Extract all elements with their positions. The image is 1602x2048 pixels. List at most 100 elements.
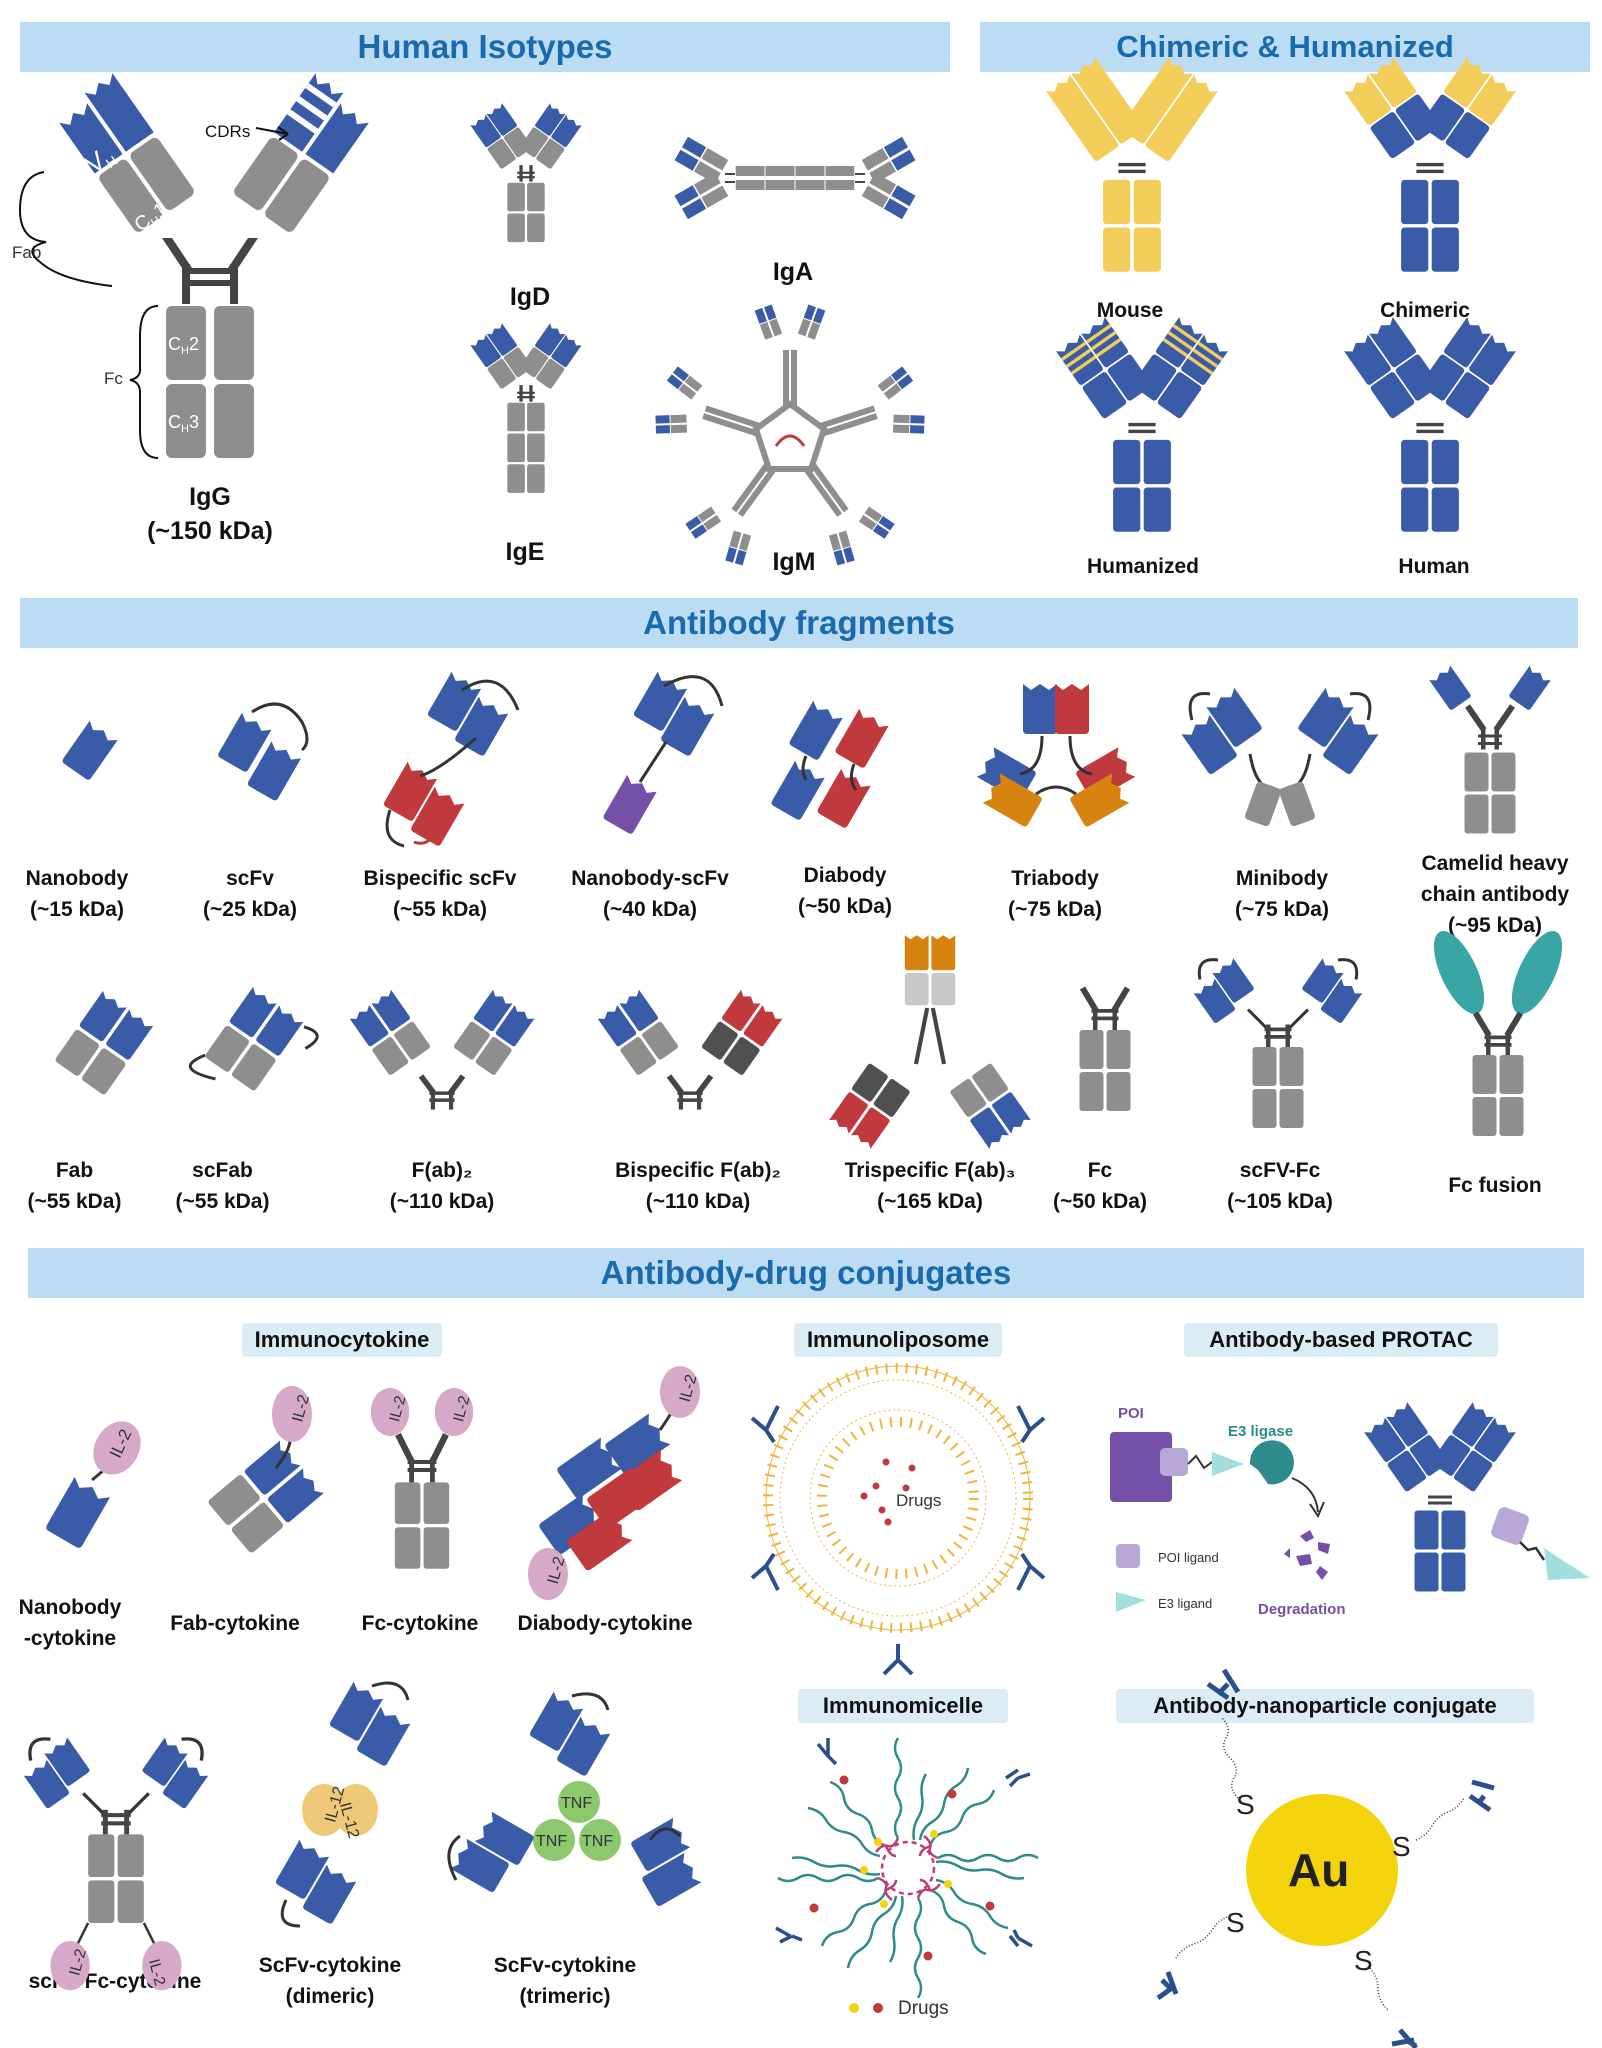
text-vl: VL (38, 162, 77, 203)
label-scfv-cytokine-dimeric: ScFv-cytokine(dimeric) (258, 1954, 402, 2008)
label-triabody: Triabody(~75 kDa) (1008, 867, 1102, 921)
scfv-cytokine-trimeric-shape: TNF TNF TNF (447, 1691, 702, 1908)
svg-text:Degradation: Degradation (1258, 1601, 1346, 1618)
label-scfab: scFab(~55 kDa) (175, 1159, 270, 1213)
label-mouse: Mouse (1096, 299, 1164, 322)
svg-text:POI ligand: POI ligand (1158, 1550, 1219, 1565)
humanized-antibody (1056, 317, 1228, 532)
fab-shape (54, 991, 153, 1096)
label-fab-cytokine: Fab-cytokine (170, 1612, 300, 1635)
pill-immunoliposome: Immunoliposome (794, 1323, 1002, 1357)
gold-nanoparticle-shape: Au S S S S (1156, 1668, 1495, 2048)
scfv-shape (216, 702, 309, 802)
svg-text:Au: Au (1288, 1844, 1349, 1896)
label-iga: IgA (772, 258, 814, 286)
diabody-shape (770, 700, 889, 830)
label-igm: IgM (772, 548, 816, 576)
triabody-shape (976, 684, 1136, 828)
scfab-shape (189, 983, 319, 1118)
banner-antibody-drug-conjugates: Antibody-drug conjugates (28, 1248, 1584, 1298)
protac-scheme: POI E3 ligase Degradation POI ligand E3 … (1110, 1402, 1590, 1618)
bispecific-scfv-shape (382, 671, 520, 848)
label-chimeric: Chimeric (1380, 299, 1470, 322)
svg-text:IL-2: IL-2 (677, 1373, 701, 1404)
immunoliposome-shape: Drugs (750, 1363, 1046, 1676)
label-nanobody-cytokine: Nanobody-cytokine (18, 1596, 122, 1650)
svg-text:Drugs: Drugs (898, 1998, 949, 2019)
mouse-antibody (1046, 57, 1218, 272)
pill-immunocytokine: Immunocytokine (242, 1323, 442, 1357)
svg-text:IL-2: IL-2 (450, 1394, 473, 1424)
svg-text:Drugs: Drugs (896, 1491, 941, 1510)
nanobody-cytokine-shape: IL-2 (44, 1421, 141, 1550)
igm-diagram (650, 304, 930, 570)
pill-immunomicelle: Immunomicelle (798, 1689, 1008, 1723)
label-fc-fusion: Fc fusion (1448, 1174, 1542, 1197)
pill-antibody-protac: Antibody-based PROTAC (1184, 1323, 1498, 1357)
label-nanobody: Nanobody(~15 kDa) (25, 867, 129, 921)
label-igd: IgD (509, 283, 551, 311)
svg-text:IL-2: IL-2 (386, 1394, 409, 1424)
label-scfv-cytokine-trimeric: ScFv-cytokine(trimeric) (493, 1954, 637, 2008)
banner-human-isotypes: Human Isotypes (20, 22, 950, 72)
bispecific-fab2-shape (598, 989, 783, 1110)
svg-text:E3 ligand: E3 ligand (1158, 1596, 1212, 1611)
svg-text:S: S (1392, 1831, 1411, 1862)
text-ch3: CH3 (168, 412, 199, 435)
banner-chimeric-humanized: Chimeric & Humanized (980, 22, 1590, 72)
banner-antibody-fragments: Antibody fragments (20, 598, 1578, 648)
svg-text:TNF: TNF (536, 1833, 567, 1850)
scfv-fc-shape (1193, 958, 1363, 1128)
label-fc: Fc(~50 kDa) (1053, 1159, 1147, 1213)
svg-text:TNF: TNF (561, 1795, 592, 1812)
nanobody-scfv-shape (602, 671, 724, 836)
label-diabody-cytokine: Diabody-cytokine (517, 1612, 693, 1635)
svg-text:S: S (1236, 1789, 1255, 1820)
svg-text:IL-2: IL-2 (145, 1957, 168, 1987)
chimeric-antibody (1344, 57, 1516, 272)
label-trispecific-fab3: Trispecific F(ab)₃(~165 kDa) (844, 1159, 1016, 1213)
label-human: Human (1398, 555, 1470, 578)
label-diabody: Diabody(~50 kDa) (798, 864, 892, 918)
scfv-fc-cytokine-shape: IL-2 IL-2 (23, 1737, 209, 1991)
text-ch2: CH2 (168, 334, 199, 357)
label-scfv-fc: scFV-Fc(~105 kDa) (1227, 1159, 1333, 1213)
svg-text:IL-2: IL-2 (545, 1555, 569, 1586)
svg-text:S: S (1354, 1945, 1373, 1976)
igg-diagram: VL VH CL CH1 CH2 CH3 CDRs Fab Fc (12, 73, 369, 459)
label-nanobody-scfv: Nanobody-scFv(~40 kDa) (571, 867, 729, 921)
label-fab: Fab(~55 kDa) (27, 1159, 122, 1213)
svg-text:IL-2: IL-2 (66, 1947, 89, 1977)
svg-text:IL-2: IL-2 (289, 1393, 313, 1424)
camelid-shape (1429, 665, 1551, 834)
fab2-shape (350, 990, 535, 1110)
fc-fusion-shape (1433, 931, 1563, 1136)
fc-shape (1079, 986, 1131, 1111)
label-fab2: F(ab)₂(~110 kDa) (389, 1159, 495, 1213)
svg-text:S: S (1226, 1907, 1245, 1938)
text-cl: CL (82, 220, 122, 262)
nanobody-shape (61, 720, 118, 782)
svg-text:E3 ligase: E3 ligase (1228, 1423, 1293, 1440)
trispecific-fab3-shape (829, 935, 1031, 1149)
iga-diagram (674, 136, 916, 220)
label-scfv: scFv(~25 kDa) (203, 867, 297, 921)
text-fc: Fc (104, 369, 123, 388)
minibody-shape (1181, 687, 1379, 827)
fc-cytokine-shape: IL-2 IL-2 (370, 1388, 473, 1569)
ige-diagram (470, 323, 581, 493)
label-minibody: Minibody(~75 kDa) (1235, 867, 1329, 921)
immunomicelle-shape: Drugs (775, 1737, 1039, 2019)
igd-diagram (470, 103, 581, 242)
pill-antibody-nanoparticle: Antibody-nanoparticle conjugate (1116, 1689, 1534, 1723)
svg-text:POI: POI (1118, 1405, 1144, 1422)
fab-cytokine-shape: IL-2 (207, 1386, 324, 1554)
scfv-cytokine-dimeric-shape: IL-12 IL-12 (274, 1681, 411, 1928)
diabody-cytokine-shape: IL-2 IL-2 (528, 1366, 701, 1600)
label-ige: IgE (505, 538, 545, 566)
label-bispecific-fab2: Bispecific F(ab)₂(~110 kDa) (615, 1159, 781, 1213)
label-bispecific-scfv: Bispecific scFv(~55 kDa) (363, 867, 517, 921)
